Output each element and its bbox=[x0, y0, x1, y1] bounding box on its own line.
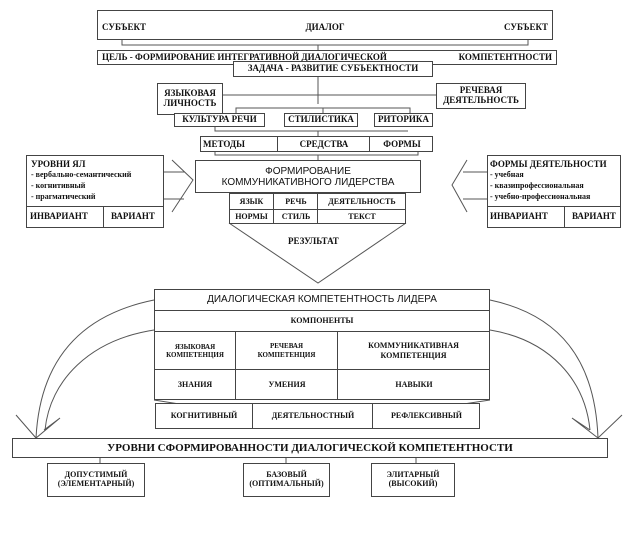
criterion: КОГНИТИВНЫЙ bbox=[170, 411, 238, 421]
grid-cell: ЯЗЫК bbox=[239, 196, 264, 206]
levels-yl-title: УРОВНИ ЯЛ bbox=[31, 159, 86, 169]
level-basic: БАЗОВЫЙ (ОПТИМАЛЬНЫЙ) bbox=[243, 463, 330, 497]
competence-col: КОММУНИКАТИВНАЯ КОМПЕТЕНЦИЯ bbox=[337, 331, 489, 369]
components-label: КОМПОНЕНТЫ bbox=[155, 310, 489, 331]
subject-right: СУБЪЕКТ bbox=[503, 22, 548, 33]
competence-row-cell: НАВЫКИ bbox=[337, 369, 490, 400]
language-personality-box: ЯЗЫКОВАЯ ЛИЧНОСТЬ bbox=[157, 83, 223, 115]
activity-forms-title: ФОРМЫ ДЕЯТЕЛЬНОСТИ bbox=[490, 159, 607, 169]
variant-label: ВАРИАНТ bbox=[572, 211, 616, 221]
invariant-label: ИНВАРИАНТ bbox=[490, 211, 548, 221]
competence-col: ЯЗЫКОВАЯ КОМПЕТЕНЦИЯ bbox=[155, 331, 235, 370]
activity-form-item: - учебная bbox=[490, 170, 524, 179]
tools: СРЕДСТВА bbox=[277, 137, 370, 151]
speech-activity-box: РЕЧЕВАЯ ДЕЯТЕЛЬНОСТЬ bbox=[436, 83, 526, 109]
competence-col: РЕЧЕВАЯ КОМПЕТЕНЦИЯ bbox=[235, 331, 337, 369]
goal-text: ЦЕЛЬ - ФОРМИРОВАНИЕ ИНТЕГРАТИВНОЙ ДИАЛОГ… bbox=[102, 51, 387, 62]
dialog-box: СУБЪЕКТ ДИАЛОГ СУБЪЕКТ bbox=[97, 10, 553, 40]
competence-row-cell: ЗНАНИЯ bbox=[155, 369, 235, 400]
stylistics-box: СТИЛИСТИКА bbox=[284, 113, 358, 127]
competence-title: ДИАЛОГИЧЕСКАЯ КОМПЕТЕНТНОСТЬ ЛИДЕРА bbox=[207, 294, 437, 306]
goal-text-2: КОМПЕТЕНТНОСТИ bbox=[458, 51, 552, 62]
grid-cell: РЕЧЬ bbox=[273, 194, 318, 209]
criteria-box: КОГНИТИВНЫЙ ДЕЯТЕЛЬНОСТНЫЙ РЕФЛЕКСИВНЫЙ bbox=[155, 403, 480, 429]
criterion: ДЕЯТЕЛЬНОСТНЫЙ bbox=[252, 404, 373, 428]
variant-label: ВАРИАНТ bbox=[111, 211, 155, 221]
result-label: РЕЗУЛЬТАТ bbox=[288, 236, 339, 246]
activity-form-item: - квазипрофессиональная bbox=[490, 181, 584, 190]
levels-yl-item: - когнитивный bbox=[31, 181, 86, 190]
grid-cell: ДЕЯТЕЛЬНОСТЬ bbox=[317, 194, 406, 209]
levels-yl-item: - прагматический bbox=[31, 192, 96, 201]
grid-cell: ТЕКСТ bbox=[317, 209, 406, 224]
language-grid: ЯЗЫК РЕЧЬ ДЕЯТЕЛЬНОСТЬ НОРМЫ СТИЛЬ ТЕКСТ bbox=[229, 193, 406, 224]
activity-forms-box: ФОРМЫ ДЕЯТЕЛЬНОСТИ - учебная - квазипроф… bbox=[487, 155, 621, 228]
criterion: РЕФЛЕКСИВНЫЙ bbox=[372, 404, 480, 428]
speech-culture-box: КУЛЬТУРА РЕЧИ bbox=[174, 113, 265, 127]
methods: МЕТОДЫ bbox=[203, 138, 245, 149]
means-box: МЕТОДЫ СРЕДСТВА ФОРМЫ bbox=[200, 136, 433, 152]
grid-cell: СТИЛЬ bbox=[273, 209, 318, 224]
levels-yl-item: - вербально-семантический bbox=[31, 170, 132, 179]
dialog-label: ДИАЛОГ bbox=[305, 22, 345, 33]
invariant-label: ИНВАРИАНТ bbox=[30, 211, 88, 221]
competence-box: ДИАЛОГИЧЕСКАЯ КОМПЕТЕНТНОСТЬ ЛИДЕРА КОМП… bbox=[154, 289, 490, 400]
formation-box: ФОРМИРОВАНИЕ КОММУНИКАТИВНОГО ЛИДЕРСТВА bbox=[195, 160, 421, 193]
subject-left: СУБЪЕКТ bbox=[102, 22, 147, 33]
levels-yl-box: УРОВНИ ЯЛ - вербально-семантический - ко… bbox=[26, 155, 164, 228]
task-box: ЗАДАЧА - РАЗВИТИЕ СУБЪЕКТНОСТИ bbox=[233, 61, 433, 77]
forms: ФОРМЫ bbox=[369, 137, 434, 151]
activity-form-item: - учебно-профессиональная bbox=[490, 192, 591, 201]
levels-title-box: УРОВНИ СФОРМИРОВАННОСТИ ДИАЛОГИЧЕСКОЙ КО… bbox=[12, 438, 608, 458]
level-acceptable: ДОПУСТИМЫЙ (ЭЛЕМЕНТАРНЫЙ) bbox=[47, 463, 145, 497]
rhetoric-box: РИТОРИКА bbox=[374, 113, 433, 127]
grid-cell: НОРМЫ bbox=[230, 209, 273, 224]
competence-row-cell: УМЕНИЯ bbox=[235, 369, 338, 400]
level-elite: ЭЛИТАРНЫЙ (ВЫСОКИЙ) bbox=[371, 463, 455, 497]
